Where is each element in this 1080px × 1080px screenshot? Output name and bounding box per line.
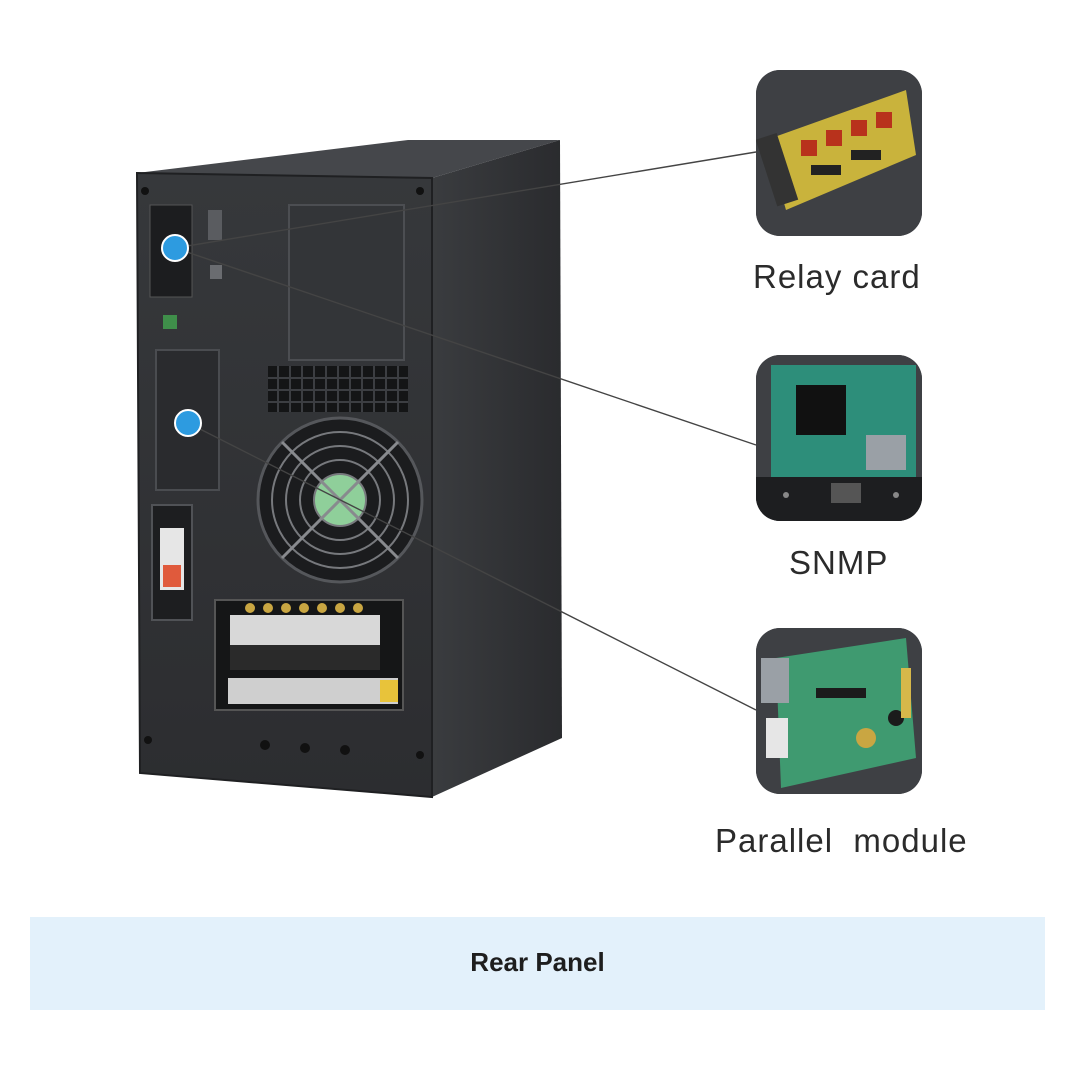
snmp-card-thumbnail bbox=[756, 355, 922, 521]
parallel-module-label: Parallel module bbox=[715, 822, 968, 859]
section-banner: Rear Panel bbox=[30, 917, 1045, 1010]
cabinet-side bbox=[432, 140, 562, 797]
relay-card-thumbnail bbox=[756, 70, 922, 236]
snmp-label: SNMP bbox=[789, 544, 889, 581]
parallel-module-thumbnail bbox=[756, 628, 922, 794]
parallel-slot-marker bbox=[174, 409, 202, 437]
relay-card-image bbox=[756, 70, 922, 236]
relay-card-label: Relay card bbox=[753, 258, 921, 295]
snmp-card-image bbox=[756, 355, 922, 521]
banner-title: Rear Panel bbox=[470, 947, 605, 977]
maintenance-cover bbox=[288, 204, 405, 361]
parallel-module-image bbox=[756, 628, 922, 794]
relay-slot-marker bbox=[161, 234, 189, 262]
